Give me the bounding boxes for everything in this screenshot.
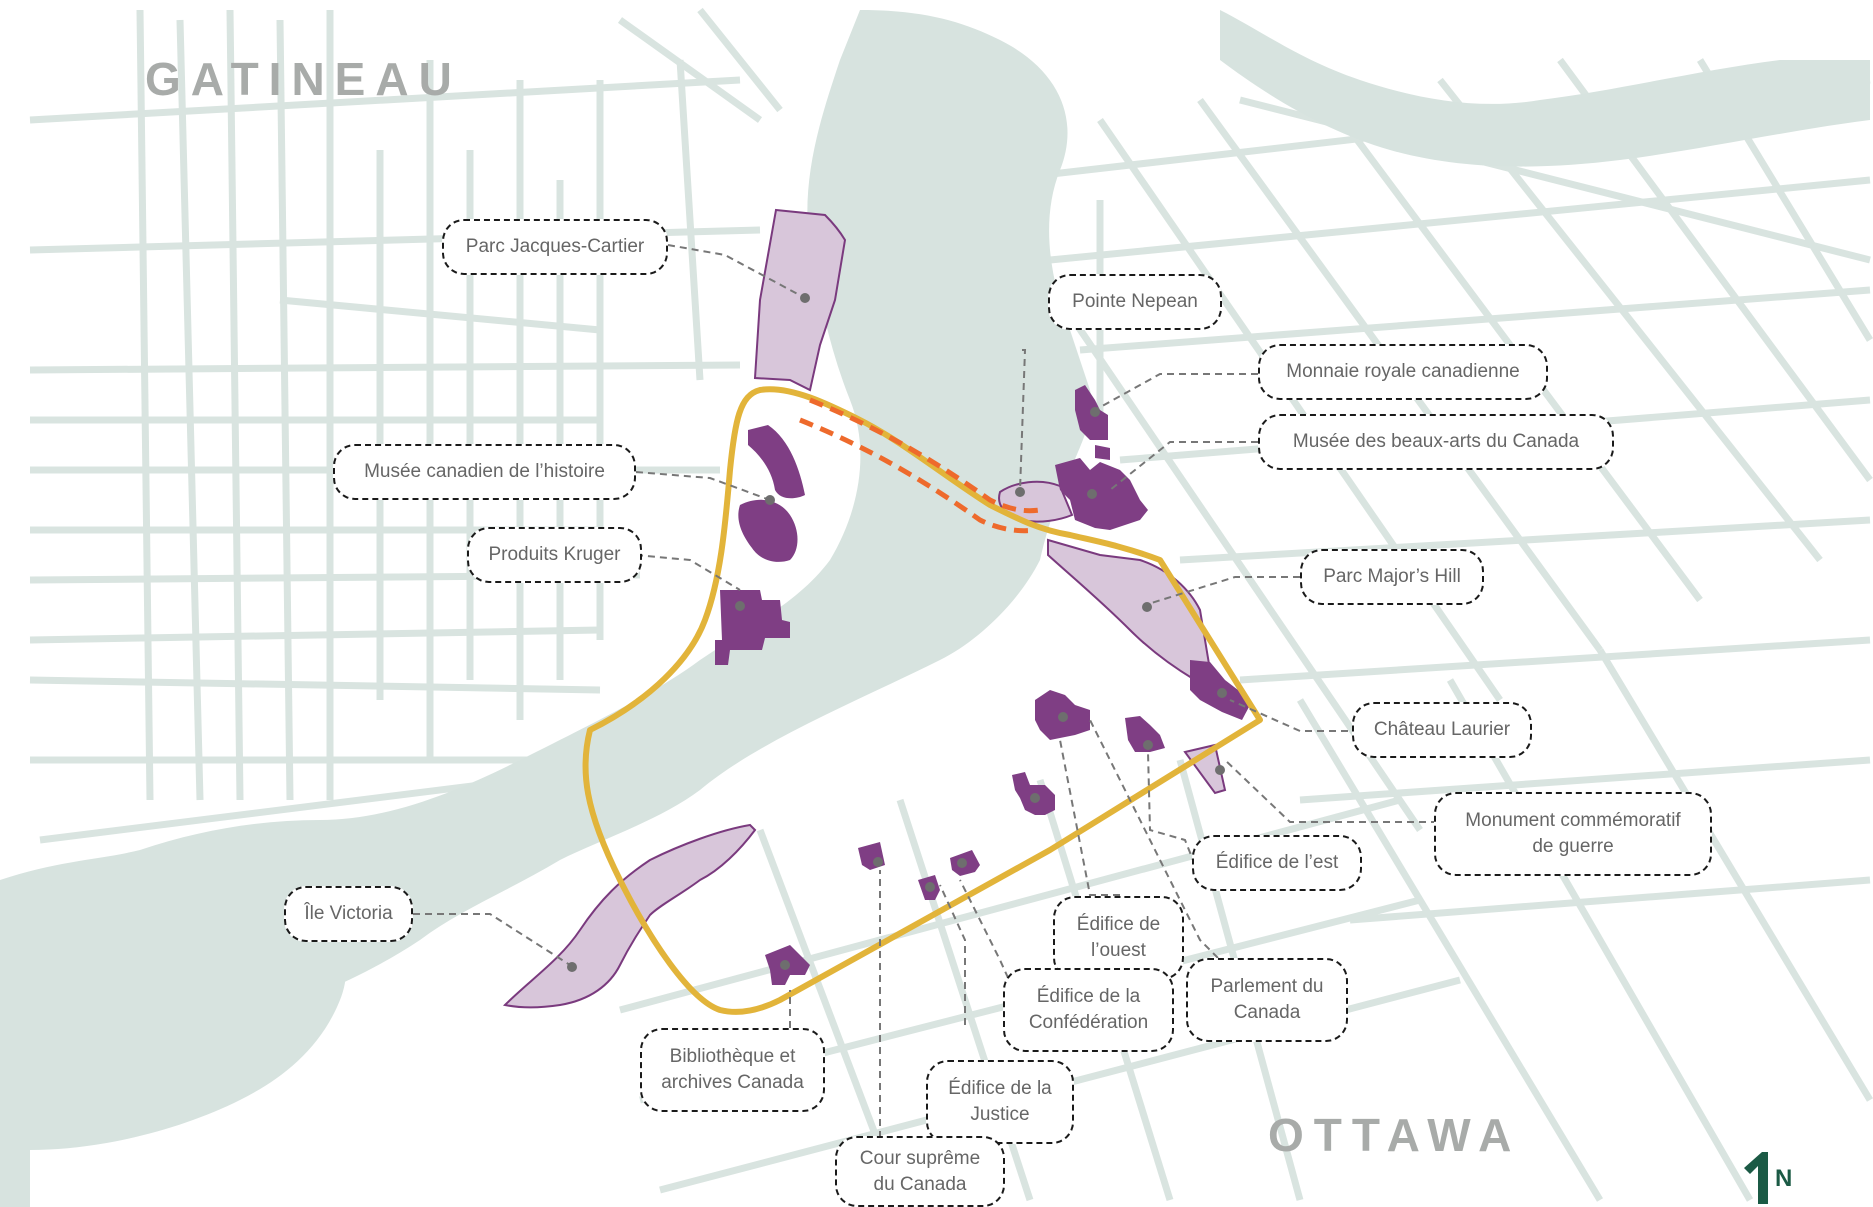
building-produits-kruger <box>715 590 790 665</box>
building-beaux-arts <box>1055 458 1148 530</box>
label-cour-supreme: Cour suprême du Canada <box>835 1136 1005 1207</box>
north-arrow-shape <box>1744 1152 1768 1204</box>
label-pointe-nepean: Pointe Nepean <box>1048 274 1222 330</box>
label-musee-beaux-arts: Musée des beaux-arts du Canada <box>1258 414 1614 470</box>
north-label: N <box>1775 1165 1792 1192</box>
label-produits-kruger: Produits Kruger <box>467 527 642 583</box>
building-musee-histoire-2 <box>738 499 798 562</box>
city-name-gatineau: GATINEAU <box>145 53 462 105</box>
river-basin-west <box>30 869 347 1150</box>
rideau-canal-water <box>1220 10 1870 167</box>
location-dots <box>567 293 1227 972</box>
park-jacques-cartier <box>753 208 847 392</box>
label-monument-guerre: Monument commémoratif de guerre <box>1434 792 1712 876</box>
building-edifice-est <box>1125 716 1165 752</box>
building-musee-histoire <box>748 425 805 499</box>
label-parc-majors-hill: Parc Major’s Hill <box>1300 549 1484 605</box>
route-main-loop <box>582 386 1263 1015</box>
route-alt-bridges <box>799 397 1041 534</box>
label-edifice-ouest: Édifice de l’ouest <box>1053 896 1184 980</box>
building-beaux-arts-2 <box>1095 445 1110 460</box>
north-arrow-icon: N <box>1744 1152 1792 1204</box>
label-musee-histoire: Musée canadien de l’histoire <box>333 444 636 500</box>
label-bibliotheque: Bibliothèque et archives Canada <box>640 1028 825 1112</box>
label-edifice-justice: Édifice de la Justice <box>926 1060 1074 1144</box>
label-ile-victoria: Île Victoria <box>284 886 413 942</box>
park-ile-victoria <box>502 823 757 1009</box>
label-edifice-confederation: Édifice de la Confédération <box>1003 968 1174 1052</box>
label-parc-jacques-cartier: Parc Jacques-Cartier <box>442 219 668 275</box>
leader-lines <box>413 244 1438 1138</box>
label-edifice-est: Édifice de l’est <box>1192 835 1362 891</box>
label-monnaie-royale: Monnaie royale canadienne <box>1258 344 1548 400</box>
label-parlement: Parlement du Canada <box>1186 958 1348 1042</box>
city-name-ottawa: OTTAWA <box>1268 1109 1522 1161</box>
label-chateau-laurier: Château Laurier <box>1352 702 1532 758</box>
